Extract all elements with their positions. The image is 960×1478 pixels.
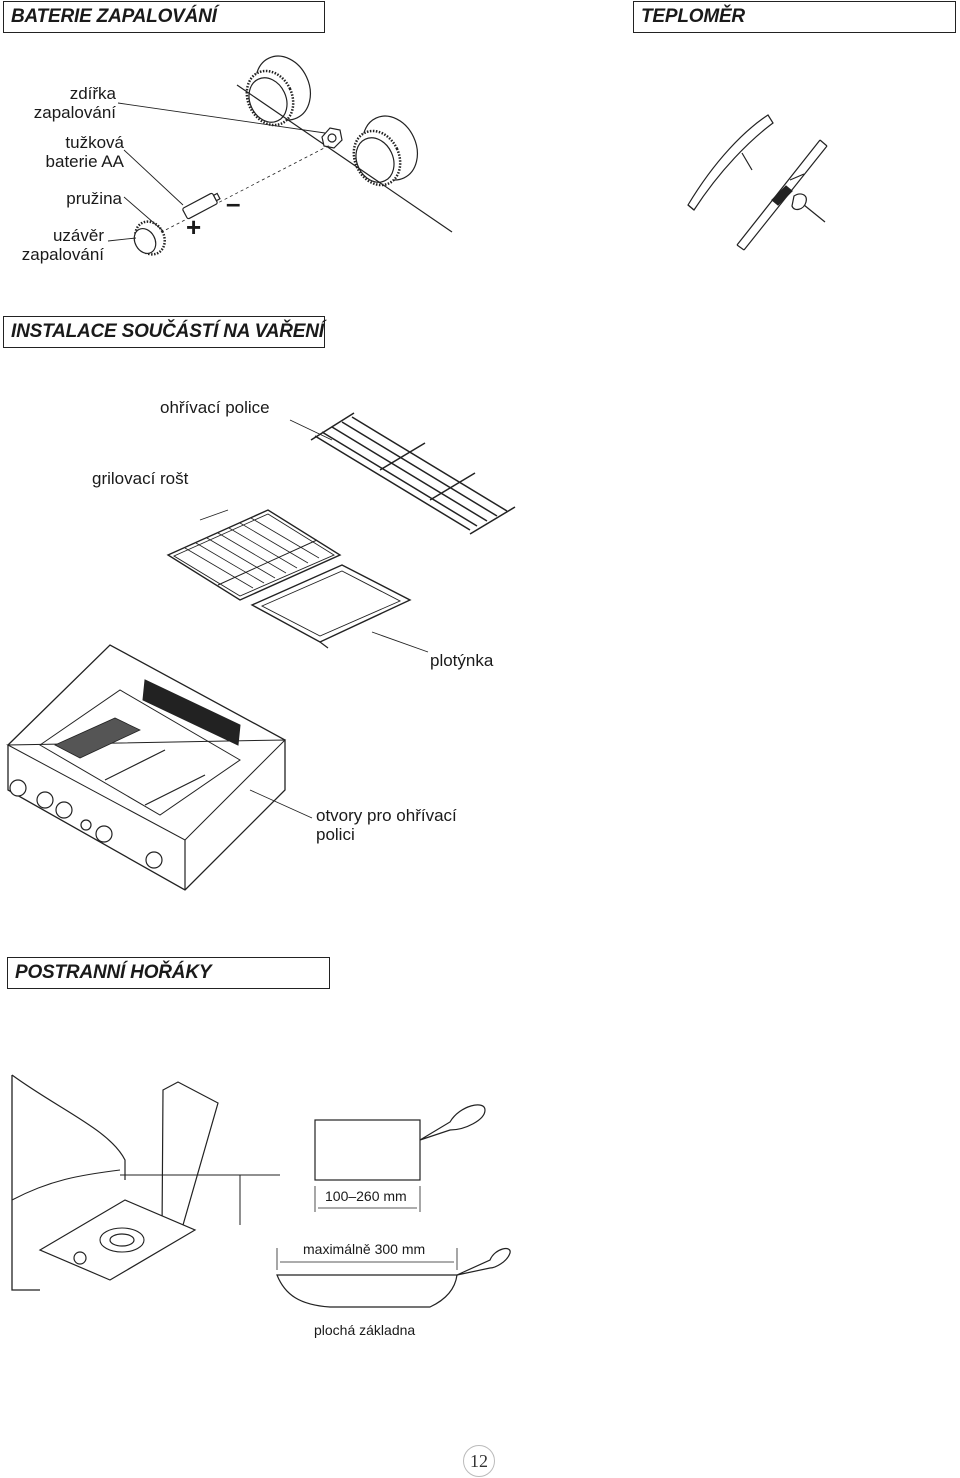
label-line: otvory pro ohřívací	[316, 806, 457, 825]
plus-sign: +	[186, 212, 202, 242]
label-line: zapalování	[21, 245, 104, 264]
label-warming-rack: ohřívací police	[160, 398, 270, 417]
grill-body	[6, 644, 313, 891]
label-line: polici	[316, 825, 355, 844]
section-header-cooking: INSTALACE SOUČÁSTÍ NA VAŘENÍ	[3, 316, 325, 348]
label-pan-range: 100–260 mm	[325, 1188, 407, 1204]
pan-diagrams	[276, 1104, 511, 1308]
label-rack-holes: otvory pro ohřívací polici	[316, 806, 457, 844]
label-ignition-socket: zdířka zapalování	[34, 84, 116, 122]
section-header-side-burners: POSTRANNÍ HOŘÁKY	[7, 957, 330, 989]
label-line: zapalování	[33, 103, 116, 122]
label-pan-max: maximálně 300 mm	[303, 1241, 426, 1257]
label-ignition-cap: uzávěr zapalování	[22, 226, 104, 264]
section-header-thermometer: TEPLOMĚR	[633, 1, 956, 33]
label-griddle: plotýnka	[430, 651, 494, 670]
section-header-battery: BATERIE ZAPALOVÁNÍ	[3, 1, 325, 33]
label-line: uzávěr	[52, 226, 104, 245]
label-flat-base: plochá základna	[314, 1322, 416, 1338]
grill-grate	[166, 509, 342, 601]
label-spring: pružina	[66, 189, 122, 208]
griddle	[250, 564, 429, 653]
minus-sign: –	[226, 188, 241, 218]
battery-diagram	[107, 55, 453, 256]
label-line: baterie AA	[45, 152, 124, 171]
thermometer-diagram	[687, 114, 828, 251]
warming-rack	[289, 412, 516, 535]
section-title: POSTRANNÍ HOŘÁKY	[15, 962, 212, 983]
label-line: tužková	[65, 133, 124, 152]
section-title: TEPLOMĚR	[641, 6, 745, 27]
label-grill-grate: grilovací rošt	[92, 469, 189, 488]
label-aa-battery: tužková baterie AA	[46, 133, 124, 171]
section-title: BATERIE ZAPALOVÁNÍ	[11, 6, 217, 27]
section-title: INSTALACE SOUČÁSTÍ NA VAŘENÍ	[11, 321, 324, 342]
side-burner-diagram	[11, 1074, 280, 1291]
page-number: 12	[463, 1445, 495, 1477]
label-line: zdířka	[69, 84, 116, 103]
